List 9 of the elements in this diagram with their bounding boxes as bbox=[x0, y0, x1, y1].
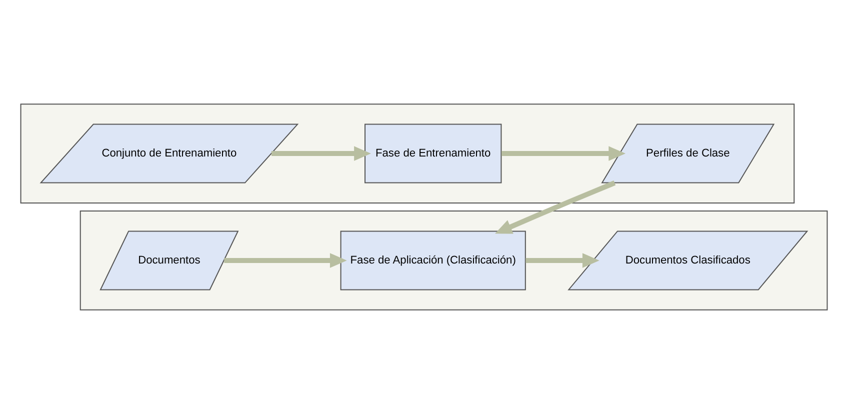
arrow bbox=[526, 253, 600, 268]
arrow bbox=[271, 146, 371, 161]
cluster bbox=[20, 104, 795, 204]
arrow bbox=[224, 253, 347, 268]
node-box: Fase de Aplicación (Clasificación) bbox=[340, 230, 526, 290]
arrow bbox=[495, 180, 616, 234]
arrow bbox=[502, 146, 626, 161]
cluster bbox=[80, 210, 828, 310]
node-box: Fase de Entrenamiento bbox=[364, 124, 502, 184]
